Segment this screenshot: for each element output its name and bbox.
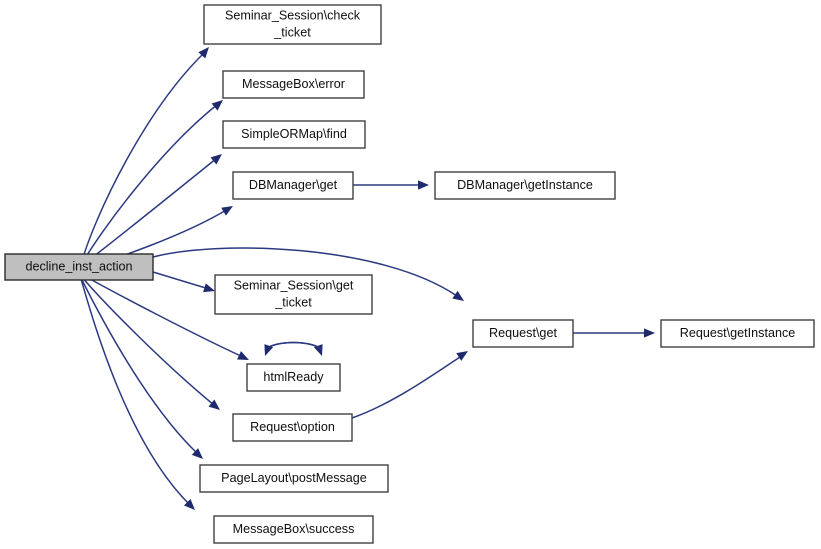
node-label: Seminar_Session\check xyxy=(225,8,361,22)
node-box[interactable] xyxy=(232,171,354,200)
edge-decline_inst_action-to-htmlready xyxy=(80,273,249,360)
edge-arrowhead xyxy=(208,399,220,410)
node-label: PageLayout\postMessage xyxy=(221,471,367,485)
edge-arrowhead xyxy=(221,206,233,216)
node-box[interactable] xyxy=(246,363,341,392)
node-box[interactable] xyxy=(472,319,574,348)
node-seminar_session_get_ticket[interactable]: Seminar_Session\get _ticket xyxy=(214,274,373,315)
edge-line xyxy=(152,271,210,290)
edge-dbmanager_get-to-dbmanager_getinstance xyxy=(353,180,429,190)
edge-arrowhead xyxy=(418,180,429,190)
edge-arrowhead xyxy=(456,351,468,361)
node-request_get[interactable]: Request\get xyxy=(472,319,574,348)
node-label: DBManager\getInstance xyxy=(457,178,593,192)
edge-decline_inst_action-to-seminar_session_get_ticket xyxy=(152,271,215,293)
edge-arrowhead xyxy=(644,328,655,338)
edge-arrowhead xyxy=(203,283,215,293)
node-box[interactable] xyxy=(660,319,815,348)
node-pagelayout_postmessage[interactable]: PageLayout\postMessage xyxy=(199,464,389,493)
node-request_option[interactable]: Request\option xyxy=(232,413,353,442)
edge-arrowhead xyxy=(237,351,249,360)
edge-decline_inst_action-to-messagebox_success xyxy=(80,278,195,510)
edge-line xyxy=(264,341,323,351)
edge-line xyxy=(80,103,219,266)
node-label: MessageBox\success xyxy=(233,522,355,536)
node-messagebox_error[interactable]: MessageBox\error xyxy=(222,70,365,99)
node-box[interactable] xyxy=(214,274,373,315)
node-label: Seminar_Session\get xyxy=(234,278,354,292)
edge-line xyxy=(80,273,244,358)
nodes-layer: decline_inst_action Seminar_Session\check… xyxy=(4,4,815,544)
node-label: decline_inst_action xyxy=(25,259,132,273)
node-box[interactable] xyxy=(222,70,365,99)
node-label: MessageBox\error xyxy=(242,77,345,91)
node-label: Request\option xyxy=(250,420,335,434)
node-messagebox_success[interactable]: MessageBox\success xyxy=(213,515,374,544)
node-label: DBManager\get xyxy=(249,178,338,192)
node-dbmanager_get[interactable]: DBManager\get xyxy=(232,171,354,200)
edge-line xyxy=(264,341,323,351)
edge-line xyxy=(80,277,199,455)
edge-decline_inst_action-to-seminar_session_check_ticket xyxy=(80,47,209,265)
edge-request_get-to-request_getinstance xyxy=(573,328,655,338)
node-box[interactable] xyxy=(4,253,154,281)
edge-arrowhead xyxy=(313,344,323,356)
edge-decline_inst_action-to-pagelayout_postmessage xyxy=(80,277,203,459)
node-label: _ticket xyxy=(274,295,312,309)
edge-line xyxy=(80,275,215,406)
edge-line xyxy=(80,51,206,265)
node-decline_inst_action[interactable]: decline_inst_action xyxy=(4,253,154,281)
edge-arrowhead xyxy=(452,290,464,301)
edge-line xyxy=(152,247,458,297)
node-box[interactable] xyxy=(213,515,374,544)
node-label: _ticket xyxy=(273,25,311,39)
edge-arrowhead xyxy=(198,47,209,59)
edge-arrowhead xyxy=(183,498,195,510)
node-seminar_session_check_ticket[interactable]: Seminar_Session\check _ticket xyxy=(203,4,382,45)
node-dbmanager_getinstance[interactable]: DBManager\getInstance xyxy=(434,171,616,200)
node-simpleormap_find[interactable]: SimpleORMap\find xyxy=(222,120,366,149)
edge-arrowhead xyxy=(191,448,203,459)
node-request_getinstance[interactable]: Request\getInstance xyxy=(660,319,815,348)
node-box[interactable] xyxy=(232,413,353,442)
edge-line xyxy=(80,278,191,506)
edge-request_option-to-request_get xyxy=(351,351,468,419)
node-box[interactable] xyxy=(434,171,616,200)
edge-decline_inst_action-to-messagebox_error xyxy=(80,100,223,266)
node-label: Request\getInstance xyxy=(680,326,796,340)
edge-decline_inst_action-to-request_option xyxy=(80,275,220,410)
node-box[interactable] xyxy=(222,120,366,149)
edges-layer xyxy=(80,47,655,510)
node-box[interactable] xyxy=(203,4,382,45)
edge-decline_inst_action-to-request_get xyxy=(152,247,464,301)
node-box[interactable] xyxy=(199,464,389,493)
node-label: Request\get xyxy=(489,326,557,340)
edge-arrowhead xyxy=(211,100,223,111)
node-label: SimpleORMap\find xyxy=(241,127,347,141)
node-label: htmlReady xyxy=(263,370,324,384)
edge-line xyxy=(351,354,464,419)
edge-arrowhead xyxy=(210,154,222,165)
node-htmlready[interactable]: htmlReady xyxy=(246,363,341,392)
edge-htmlready-to-htmlready xyxy=(264,341,323,356)
edge-arrowhead xyxy=(264,344,274,356)
